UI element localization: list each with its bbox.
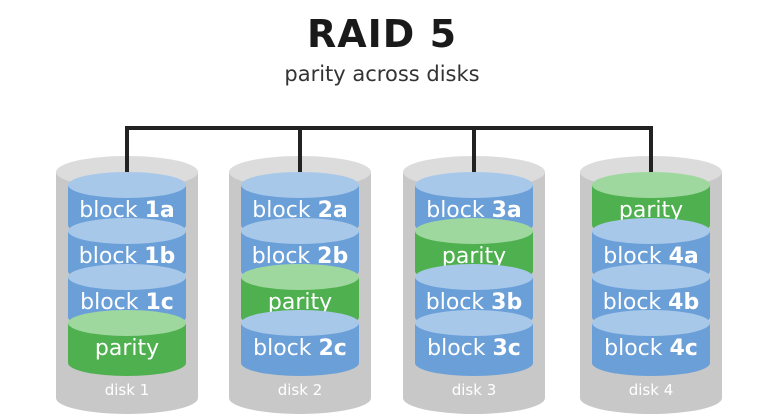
block-body [241, 323, 359, 376]
diagram-title: RAID 5 [306, 12, 458, 56]
data-block: block 4c [592, 310, 710, 376]
disk-label: disk 2 [278, 381, 323, 399]
block-top [68, 264, 186, 290]
block-top [241, 172, 359, 198]
disk-label: disk 4 [629, 381, 674, 399]
block-label: block 3c [427, 336, 521, 361]
data-block: block 3c [415, 310, 533, 376]
block-top [415, 218, 533, 244]
block-top [68, 310, 186, 336]
block-top [68, 172, 186, 198]
block-label: parity [95, 336, 159, 361]
disk-label: disk 1 [105, 381, 150, 399]
block-body [415, 323, 533, 376]
block-top [415, 310, 533, 336]
block-label: block 3a [426, 198, 522, 223]
block-label: block 2c [253, 336, 347, 361]
block-body [592, 323, 710, 376]
data-block: block 2c [241, 310, 359, 376]
diagram-subtitle: parity across disks [284, 62, 480, 86]
parity-block: parity [68, 310, 186, 376]
block-top [241, 218, 359, 244]
block-top [592, 172, 710, 198]
block-top [241, 264, 359, 290]
disk-label: disk 3 [452, 381, 497, 399]
block-label: block 4c [604, 336, 698, 361]
block-top [592, 218, 710, 244]
block-top [592, 264, 710, 290]
block-top [415, 264, 533, 290]
block-top [68, 218, 186, 244]
block-top [592, 310, 710, 336]
block-body [68, 323, 186, 376]
block-top [415, 172, 533, 198]
block-top [241, 310, 359, 336]
